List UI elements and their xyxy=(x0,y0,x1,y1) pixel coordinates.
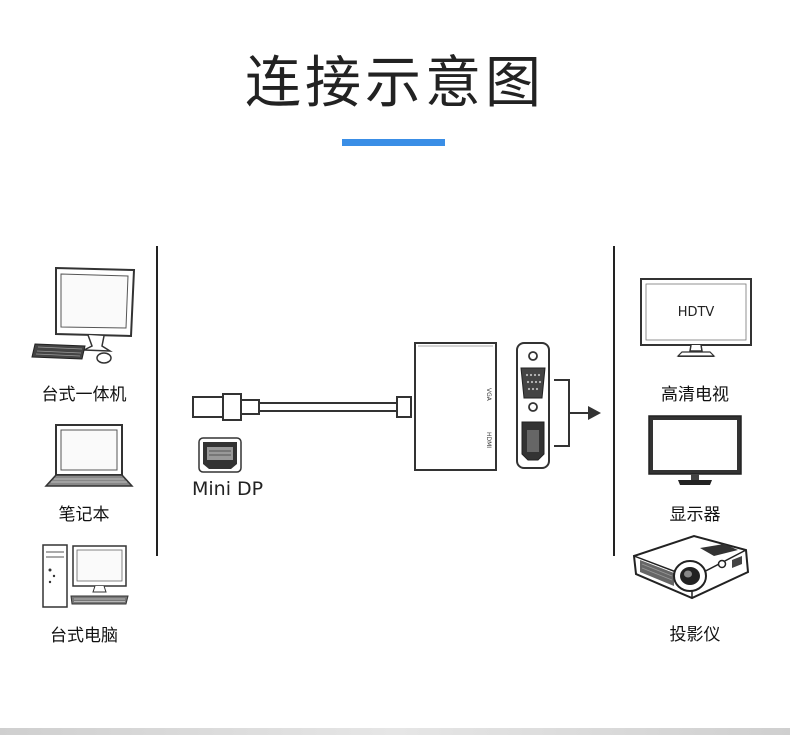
all-in-one-pc-icon xyxy=(31,266,136,364)
left-device-label-1: 台式一体机 xyxy=(41,385,127,405)
cable-line xyxy=(259,396,412,418)
hdtv-screen-text: HDTV xyxy=(678,305,715,320)
adapter-diagram: VGA HDMI xyxy=(192,342,601,471)
left-divider xyxy=(156,246,158,556)
output-arrow-icon xyxy=(554,379,601,447)
hdmi-port-label: HDMI xyxy=(485,432,492,448)
right-device-label-1: 高清电视 xyxy=(661,385,729,405)
laptop-icon xyxy=(44,424,134,487)
projector-icon xyxy=(632,534,750,600)
bottom-gray-bar xyxy=(0,728,790,735)
left-device-label-3: 台式电脑 xyxy=(50,626,118,646)
title-accent-bar xyxy=(342,139,445,146)
right-device-label-3: 投影仪 xyxy=(669,625,721,645)
hdtv-icon: HDTV xyxy=(640,278,752,357)
mini-dp-label: Mini DP xyxy=(192,478,264,500)
vga-port-label: VGA xyxy=(485,388,492,402)
monitor-icon xyxy=(648,415,742,485)
adapter-body: VGA HDMI xyxy=(414,342,497,471)
right-divider xyxy=(613,246,615,556)
adapter-port-face xyxy=(516,342,550,469)
mini-dp-plug-icon xyxy=(192,393,260,421)
mini-dp-port-icon xyxy=(198,437,242,473)
page-title: 连接示意图 xyxy=(245,51,545,116)
desktop-pc-icon xyxy=(42,544,129,608)
left-device-label-2: 笔记本 xyxy=(58,505,110,525)
right-device-label-2: 显示器 xyxy=(669,505,721,525)
